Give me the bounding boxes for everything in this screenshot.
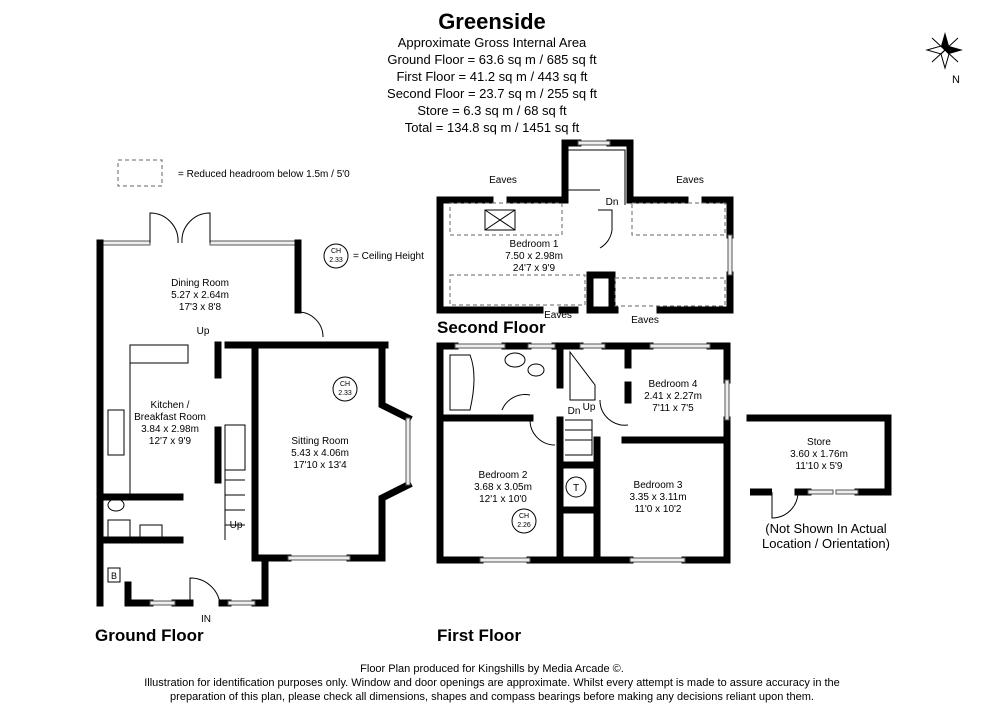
area-line: Second Floor = 23.7 sq m / 255 sq ft (387, 86, 597, 101)
room-name: Bedroom 1 (510, 239, 559, 250)
room-imperial: 17'10 x 13'4 (293, 460, 347, 471)
room-metric: 3.84 x 2.98m (141, 424, 199, 435)
compass-icon: N (925, 32, 963, 86)
room-imperial: 11'0 x 10'2 (634, 504, 681, 515)
room-name: Bedroom 2 (479, 470, 528, 481)
ceiling-height-marker (332, 376, 358, 402)
ceiling-height-marker (511, 508, 537, 534)
eaves-label: Eaves (676, 175, 704, 186)
water-tank-label: T (573, 483, 579, 494)
ch-abbr: CH (519, 513, 529, 520)
ground-floor-plan: B Dining Room 5.27 x 2.64m 17'3 x 8'8 Ki… (95, 212, 413, 645)
room-name: Bedroom 3 (634, 480, 683, 491)
store-note: Location / Orientation) (762, 536, 890, 551)
room-metric: 3.60 x 1.76m (790, 449, 848, 460)
plan-title: Greenside (438, 9, 546, 34)
ch-abbr: CH (331, 248, 341, 255)
room-imperial: 12'1 x 10'0 (479, 494, 527, 505)
ground-floor-title: Ground Floor (95, 626, 204, 645)
room-metric: 3.35 x 3.11m (629, 492, 686, 503)
room-imperial: 24'7 x 9'9 (513, 263, 556, 274)
water-tank-marker (565, 476, 587, 498)
entrance-label: IN (201, 614, 211, 625)
ceiling-height-legend-marker (323, 243, 349, 269)
area-line: Approximate Gross Internal Area (398, 35, 587, 50)
boiler-label: B (111, 571, 117, 581)
footer-line: preparation of this plan, please check a… (170, 691, 814, 703)
first-floor-plan: T Dn Up Bedroom 4 2.41 x 2.27m 7'11 x 7'… (436, 342, 731, 645)
room-name: Kitchen / (151, 400, 190, 411)
room-metric: 2.41 x 2.27m (644, 391, 702, 402)
store-note: (Not Shown In Actual (765, 521, 887, 536)
area-line: First Floor = 41.2 sq m / 443 sq ft (396, 69, 587, 84)
room-imperial: 7'11 x 7'5 (652, 403, 694, 414)
stairs-up-label: Up (583, 402, 596, 413)
eaves-label: Eaves (544, 310, 572, 321)
footer-line: Illustration for identification purposes… (144, 677, 840, 689)
room-name: Bedroom 4 (649, 379, 698, 390)
first-floor-title: First Floor (437, 626, 521, 645)
ceiling-height-legend-text: = Ceiling Height (353, 251, 424, 262)
room-metric: 5.43 x 4.06m (291, 448, 349, 459)
ch-value: 2.33 (329, 257, 343, 264)
area-line: Ground Floor = 63.6 sq m / 685 sq ft (387, 52, 597, 67)
room-name: Store (807, 437, 831, 448)
ch-abbr: CH (340, 381, 350, 388)
room-metric: 5.27 x 2.64m (171, 290, 229, 301)
area-line: Total = 134.8 sq m / 1451 sq ft (405, 120, 580, 135)
compass-north-label: N (952, 74, 960, 86)
room-imperial: 11'10 x 5'9 (795, 461, 842, 472)
second-floor-title: Second Floor (437, 318, 546, 337)
room-metric: 7.50 x 2.98m (505, 251, 563, 262)
eaves-label: Eaves (631, 315, 659, 326)
store-plan: Store 3.60 x 1.76m 11'10 x 5'9 (Not Show… (746, 414, 892, 551)
room-imperial: 17'3 x 8'8 (179, 302, 222, 313)
room-name: Dining Room (171, 278, 229, 289)
headroom-legend-text: = Reduced headroom below 1.5m / 5'0 (178, 169, 350, 180)
ch-value: 2.26 (517, 522, 531, 529)
headroom-legend-swatch (117, 159, 163, 187)
footer-line: Floor Plan produced for Kingshills by Me… (360, 663, 624, 675)
stairs-up-label: Up (197, 326, 210, 337)
room-imperial: 12'7 x 9'9 (149, 436, 192, 447)
room-name: Sitting Room (291, 436, 348, 447)
area-line: Store = 6.3 sq m / 68 sq ft (417, 103, 567, 118)
eaves-label: Eaves (489, 175, 517, 186)
room-metric: 3.68 x 3.05m (474, 482, 532, 493)
second-floor-plan: Eaves Eaves Eaves Eaves Dn Bedroom 1 7.5… (436, 139, 734, 337)
stairs-down-label: Dn (568, 406, 581, 417)
stairs-down-label: Dn (606, 197, 619, 208)
stairs-up-label: Up (230, 520, 243, 531)
ch-value: 2.33 (338, 390, 352, 397)
room-name-cont: Breakfast Room (134, 412, 206, 423)
